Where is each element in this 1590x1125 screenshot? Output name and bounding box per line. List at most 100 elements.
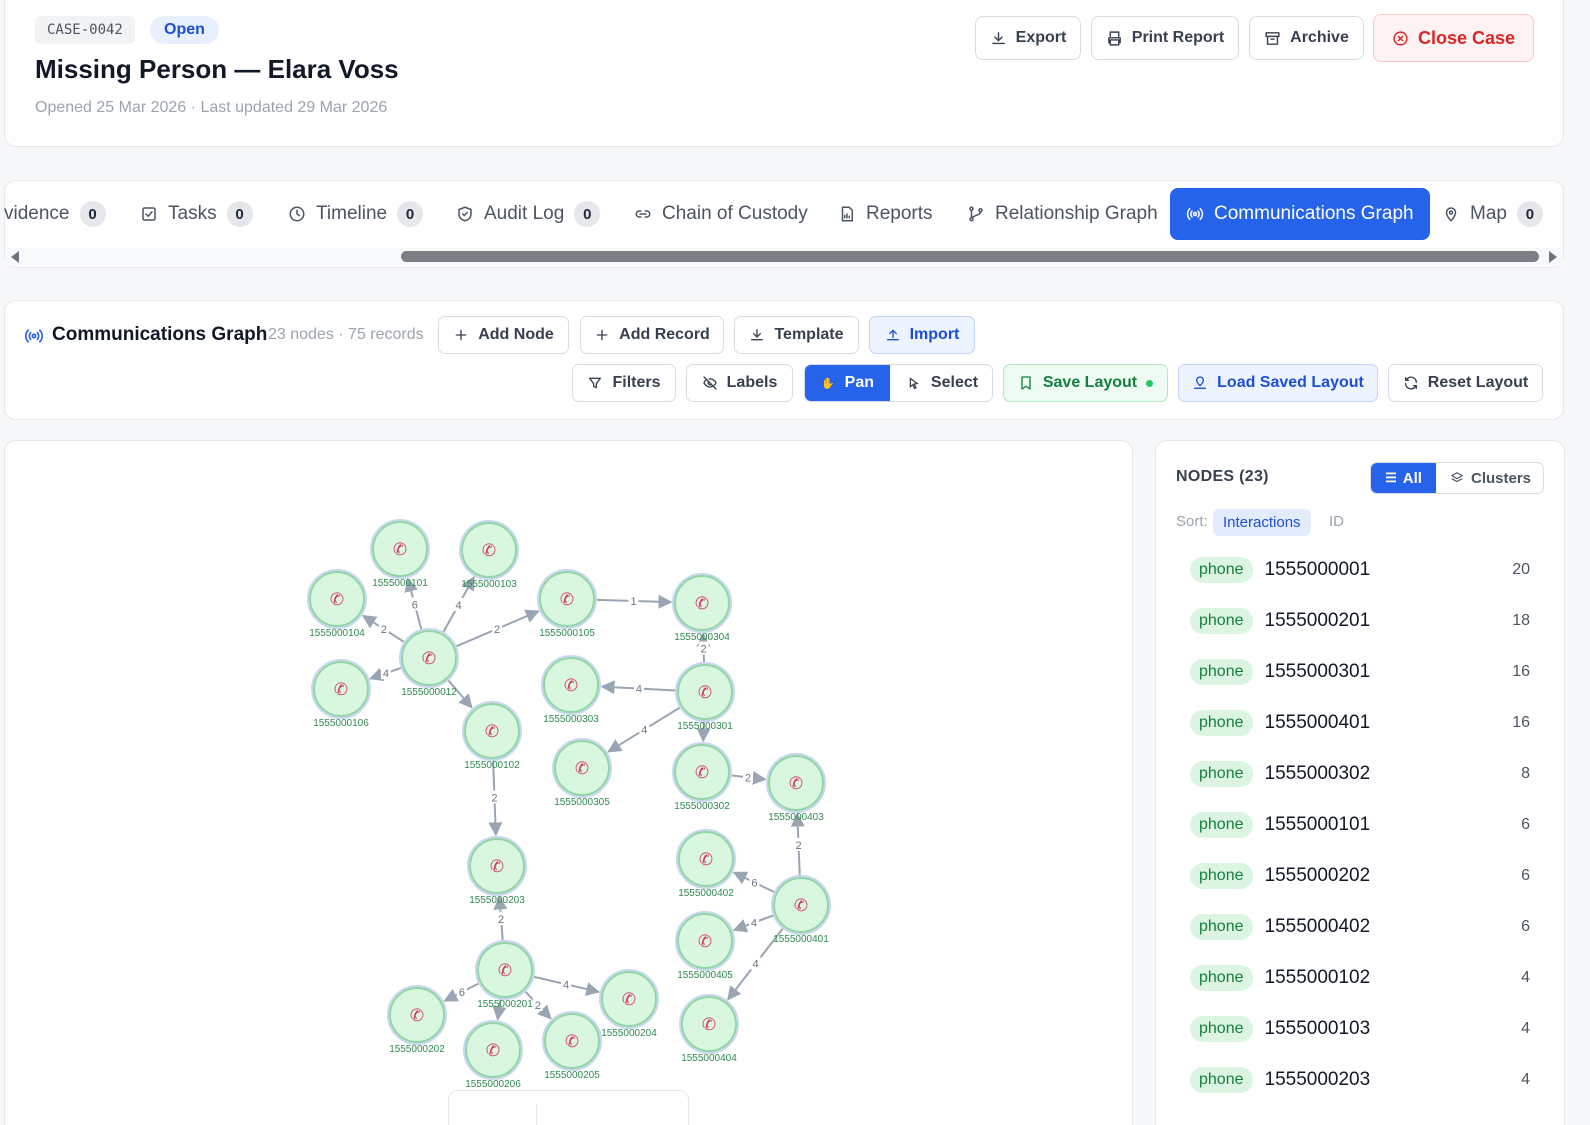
edge-label-bg — [748, 915, 759, 929]
node-halo — [399, 628, 459, 688]
graph-node[interactable]: ✆1555000301 — [675, 662, 735, 732]
tab-chain-of-custody-label: Chain of Custody — [662, 203, 808, 224]
load-saved-layout-button[interactable]: Load Saved Layout — [1178, 364, 1378, 402]
node-halo — [459, 520, 519, 580]
select-button[interactable]: Select — [890, 365, 992, 401]
node-type-badge: phone — [1190, 812, 1253, 838]
graph-edge[interactable] — [492, 998, 507, 1021]
graph-node[interactable]: ✆1555000404 — [679, 994, 739, 1064]
node-label: 1555000205 — [544, 1070, 600, 1081]
print-report-button[interactable]: Print Report — [1091, 16, 1239, 60]
graph-node[interactable]: ✆1555000304 — [672, 573, 732, 643]
graph-node[interactable]: ✆1555000302 — [672, 742, 732, 812]
tab-communications-graph[interactable]: Communications Graph — [1170, 188, 1430, 240]
scroll-left-arrow-icon[interactable] — [11, 251, 19, 263]
graph-node[interactable]: ✆1555000106 — [311, 659, 371, 729]
export-button[interactable]: Export — [975, 16, 1081, 60]
tabs-scrollbar[interactable] — [5, 248, 1563, 266]
phone-icon: ✆ — [575, 759, 589, 779]
page-title: Missing Person — Elara Voss — [35, 54, 399, 84]
pan-button[interactable]: ✋ Pan — [805, 365, 890, 401]
tab-tasks[interactable]: Tasks 0 — [140, 188, 253, 240]
graph-node[interactable]: ✆1555000402 — [676, 829, 736, 899]
reset-layout-button[interactable]: Reset Layout — [1388, 364, 1543, 402]
scroll-right-arrow-icon[interactable] — [1549, 251, 1557, 263]
node-label: 1555000403 — [768, 812, 824, 823]
node-circle — [389, 987, 445, 1043]
graph-node[interactable]: ✆1555000405 — [675, 911, 735, 981]
unsaved-dot — [1146, 379, 1154, 387]
graph-node[interactable]: ✆1555000012 — [399, 628, 459, 698]
phone-icon: ✆ — [330, 590, 344, 610]
graph-controls-divider — [536, 1103, 537, 1125]
graph-node[interactable]: ✆1555000102 — [462, 701, 522, 771]
graph-node[interactable]: ✆1555000201 — [475, 940, 535, 1010]
tab-evidence[interactable]: vidence 0 — [4, 188, 106, 240]
tab-relationship-graph[interactable]: Relationship Graph — [967, 188, 1158, 240]
tab-reports[interactable]: Reports — [838, 188, 933, 240]
phone-icon: ✆ — [789, 774, 803, 794]
sort-interactions-button[interactable]: Interactions — [1213, 509, 1311, 536]
filters-button[interactable]: Filters — [572, 364, 676, 402]
graph-node[interactable]: ✆1555000202 — [387, 985, 447, 1055]
labels-button[interactable]: Labels — [686, 364, 793, 402]
graph-node[interactable]: ✆1555000305 — [552, 738, 612, 808]
graph-node[interactable]: ✆1555000401 — [771, 875, 831, 945]
view-clusters-label: Clusters — [1470, 469, 1532, 487]
graph-node[interactable]: ✆1555000103 — [459, 520, 519, 590]
view-clusters-button[interactable]: Clusters — [1436, 463, 1543, 493]
printer-icon — [1107, 30, 1121, 46]
phone-icon: ✆ — [334, 680, 348, 700]
graph-node[interactable]: ✆1555000204 — [599, 969, 659, 1039]
add-record-button[interactable]: Add Record — [580, 316, 724, 354]
view-all-button[interactable]: ☰ All — [1371, 463, 1436, 493]
add-node-button[interactable]: Add Node — [438, 316, 569, 354]
interaction-count: 20 — [1512, 561, 1530, 578]
phone-icon: ✆ — [622, 990, 636, 1010]
node-circle — [477, 942, 533, 998]
tab-map-label: Map — [1470, 203, 1507, 224]
graph-node[interactable]: ✆1555000105 — [537, 569, 597, 639]
tab-chain-of-custody[interactable]: Chain of Custody — [634, 188, 808, 240]
node-halo — [552, 738, 612, 798]
plus-icon — [455, 329, 467, 341]
graph-node[interactable]: ✆1555000205 — [542, 1011, 602, 1081]
template-button[interactable]: Template — [734, 316, 859, 354]
save-layout-button[interactable]: Save Layout — [1003, 364, 1168, 402]
phone-icon: ✆ — [410, 1006, 424, 1026]
graph-node[interactable]: ✆ 1555000403 — [766, 753, 826, 823]
graph-edge[interactable] — [696, 720, 711, 743]
broadcast-icon — [24, 329, 44, 343]
graph-node[interactable]: ✆1555000203 — [467, 836, 527, 906]
import-button[interactable]: Import — [869, 316, 975, 354]
graph-node[interactable]: ✆1555000303 — [541, 655, 601, 725]
close-case-button[interactable]: Close Case — [1373, 14, 1534, 62]
tab-timeline[interactable]: Timeline 0 — [288, 188, 424, 240]
graph-node[interactable]: ✆1555000206 — [463, 1020, 523, 1090]
scrollbar-thumb[interactable] — [401, 251, 1539, 262]
graph-node[interactable]: ✆1555000101 — [370, 519, 430, 589]
archive-button[interactable]: Archive — [1249, 16, 1364, 60]
tab-map[interactable]: Map 0 — [1442, 188, 1543, 240]
node-number: 1555000401 — [1264, 712, 1371, 733]
tab-timeline-label: Timeline — [316, 203, 388, 224]
node-label: 1555000304 — [674, 632, 730, 643]
graph-edge[interactable] — [447, 679, 473, 709]
sort-id-button[interactable]: ID — [1329, 513, 1344, 530]
graph-node[interactable]: ✆1555000104 — [307, 569, 367, 639]
interaction-count: 4 — [1521, 969, 1530, 986]
tab-audit-log[interactable]: Audit Log 0 — [456, 188, 601, 240]
